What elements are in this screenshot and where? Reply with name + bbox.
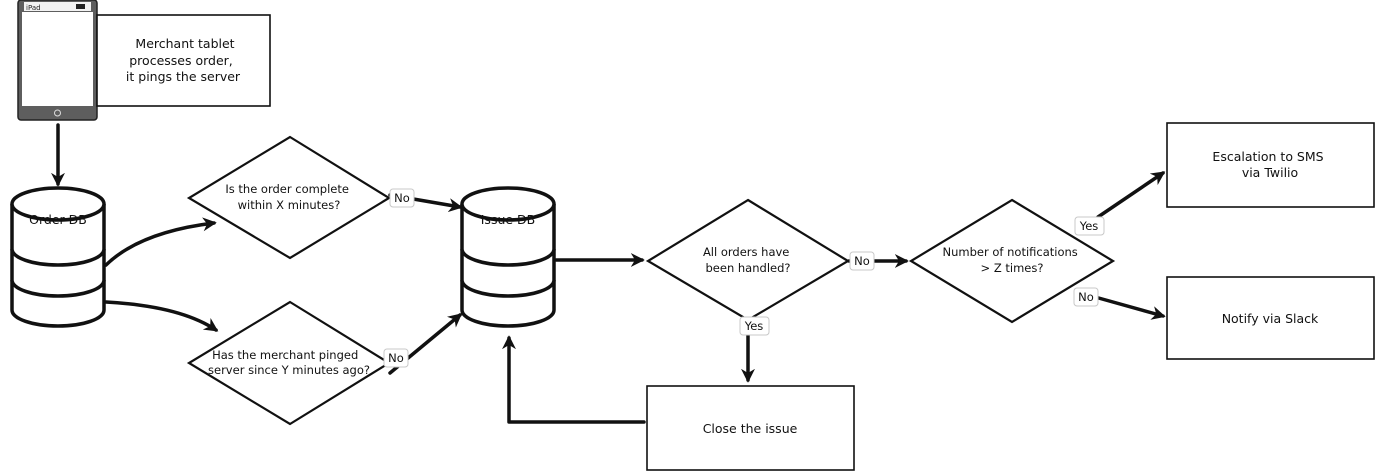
escalation-sms-box <box>1166 122 1375 208</box>
notify-slack-text: Notify via Slack <box>1222 311 1319 326</box>
orders-handled-text: All orders have been handled? <box>703 245 793 275</box>
svg-text:Yes: Yes <box>1079 219 1099 233</box>
order-complete-text: Is the order complete within X minutes? <box>225 182 352 212</box>
svg-text:No: No <box>388 351 404 365</box>
edge-label-notifications-yes: Yes <box>1074 216 1105 236</box>
tablet-device-label: iPad <box>26 4 41 12</box>
order-complete-decision <box>186 135 392 260</box>
svg-text:No: No <box>394 191 410 205</box>
merchant-tablet-text: Merchant tablet processes order, it ping… <box>126 36 241 84</box>
close-issue-box <box>646 385 855 471</box>
order-db-label: Order DB <box>29 212 87 227</box>
arrow-notifications-yes-to-escalation <box>1096 171 1166 219</box>
tablet-icon: iPad <box>17 0 98 121</box>
merchant-tablet-note <box>96 14 271 107</box>
svg-text:No: No <box>854 254 870 268</box>
notifications-decision <box>908 198 1116 324</box>
close-issue-text: Close the issue <box>703 421 798 436</box>
edge-label-notifications-no: No <box>1073 287 1099 307</box>
arrow-notifications-no-to-slack <box>1093 295 1166 320</box>
edge-label-order-complete-no: No <box>389 188 415 208</box>
svg-text:No: No <box>1078 290 1094 304</box>
edge-label-orders-handled-yes: Yes <box>739 316 770 336</box>
issue-db-label: Issue DB <box>481 212 536 227</box>
arrow-close-issue-to-issue-db <box>502 335 646 424</box>
merchant-pinged-text: Has the merchant pinged server since Y m… <box>208 348 370 377</box>
issue-db <box>460 186 556 328</box>
notifications-text: Number of notifications > Z times? <box>943 245 1082 275</box>
edge-label-merchant-pinged-no: No <box>383 348 409 368</box>
orders-handled-decision <box>645 198 851 322</box>
svg-text:Yes: Yes <box>744 319 764 333</box>
edge-label-orders-handled-no: No <box>849 251 875 271</box>
merchant-pinged-decision <box>186 300 392 426</box>
escalation-sms-text: Escalation to SMS via Twilio <box>1212 149 1327 180</box>
arrow-order-db-to-merchant-pinged <box>104 300 219 332</box>
notify-slack-box <box>1166 276 1375 360</box>
order-db <box>10 186 106 328</box>
arrow-order-db-to-order-complete <box>104 217 217 267</box>
